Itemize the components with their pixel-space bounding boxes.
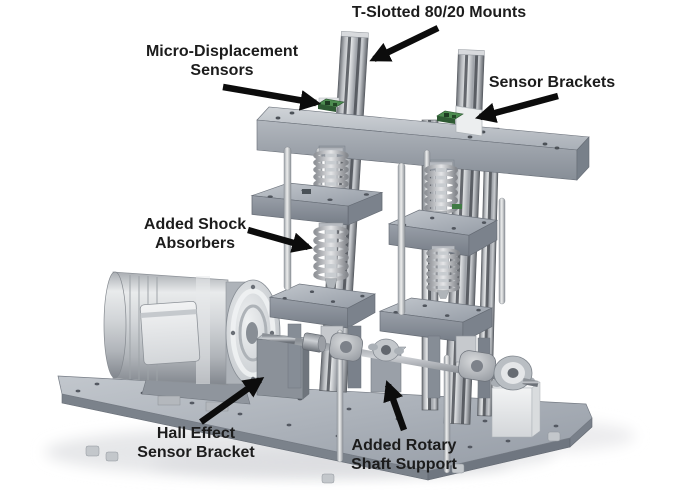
label-added-rotary-shaft-support: Added Rotary Shaft Support	[351, 437, 457, 473]
label-added-shock-absorbers: Added Shock Absorbers	[143, 216, 247, 252]
motor-junction-box	[139, 300, 201, 366]
label-micro-displacement-sensors: Micro-Displacement Sensors	[145, 43, 299, 79]
guide-rods-front	[283, 146, 451, 474]
drive-shaft	[261, 332, 541, 438]
cam-left	[328, 332, 364, 362]
label-hall-effect-sensor-bracket: Hall Effect Sensor Bracket	[137, 425, 255, 461]
rotary-support-clamp	[368, 338, 404, 362]
pillow-block-bearing	[491, 355, 541, 438]
arrow-t-slotted-mounts	[369, 25, 440, 62]
arrow-sensor-brackets	[474, 92, 559, 123]
electric-motor	[103, 271, 310, 412]
arrow-added-shock-absorbers	[247, 226, 314, 253]
base-feet	[85, 431, 561, 484]
arrow-micro-displacement-sensors	[222, 83, 322, 111]
label-t-slotted-mounts: T-Slotted 80/20 Mounts	[351, 4, 527, 21]
arrow-added-rotary-shaft-support	[383, 380, 408, 432]
arrow-hall-effect-sensor-bracket	[199, 376, 265, 425]
cam-right	[457, 350, 497, 382]
label-sensor-brackets: Sensor Brackets	[488, 74, 616, 91]
